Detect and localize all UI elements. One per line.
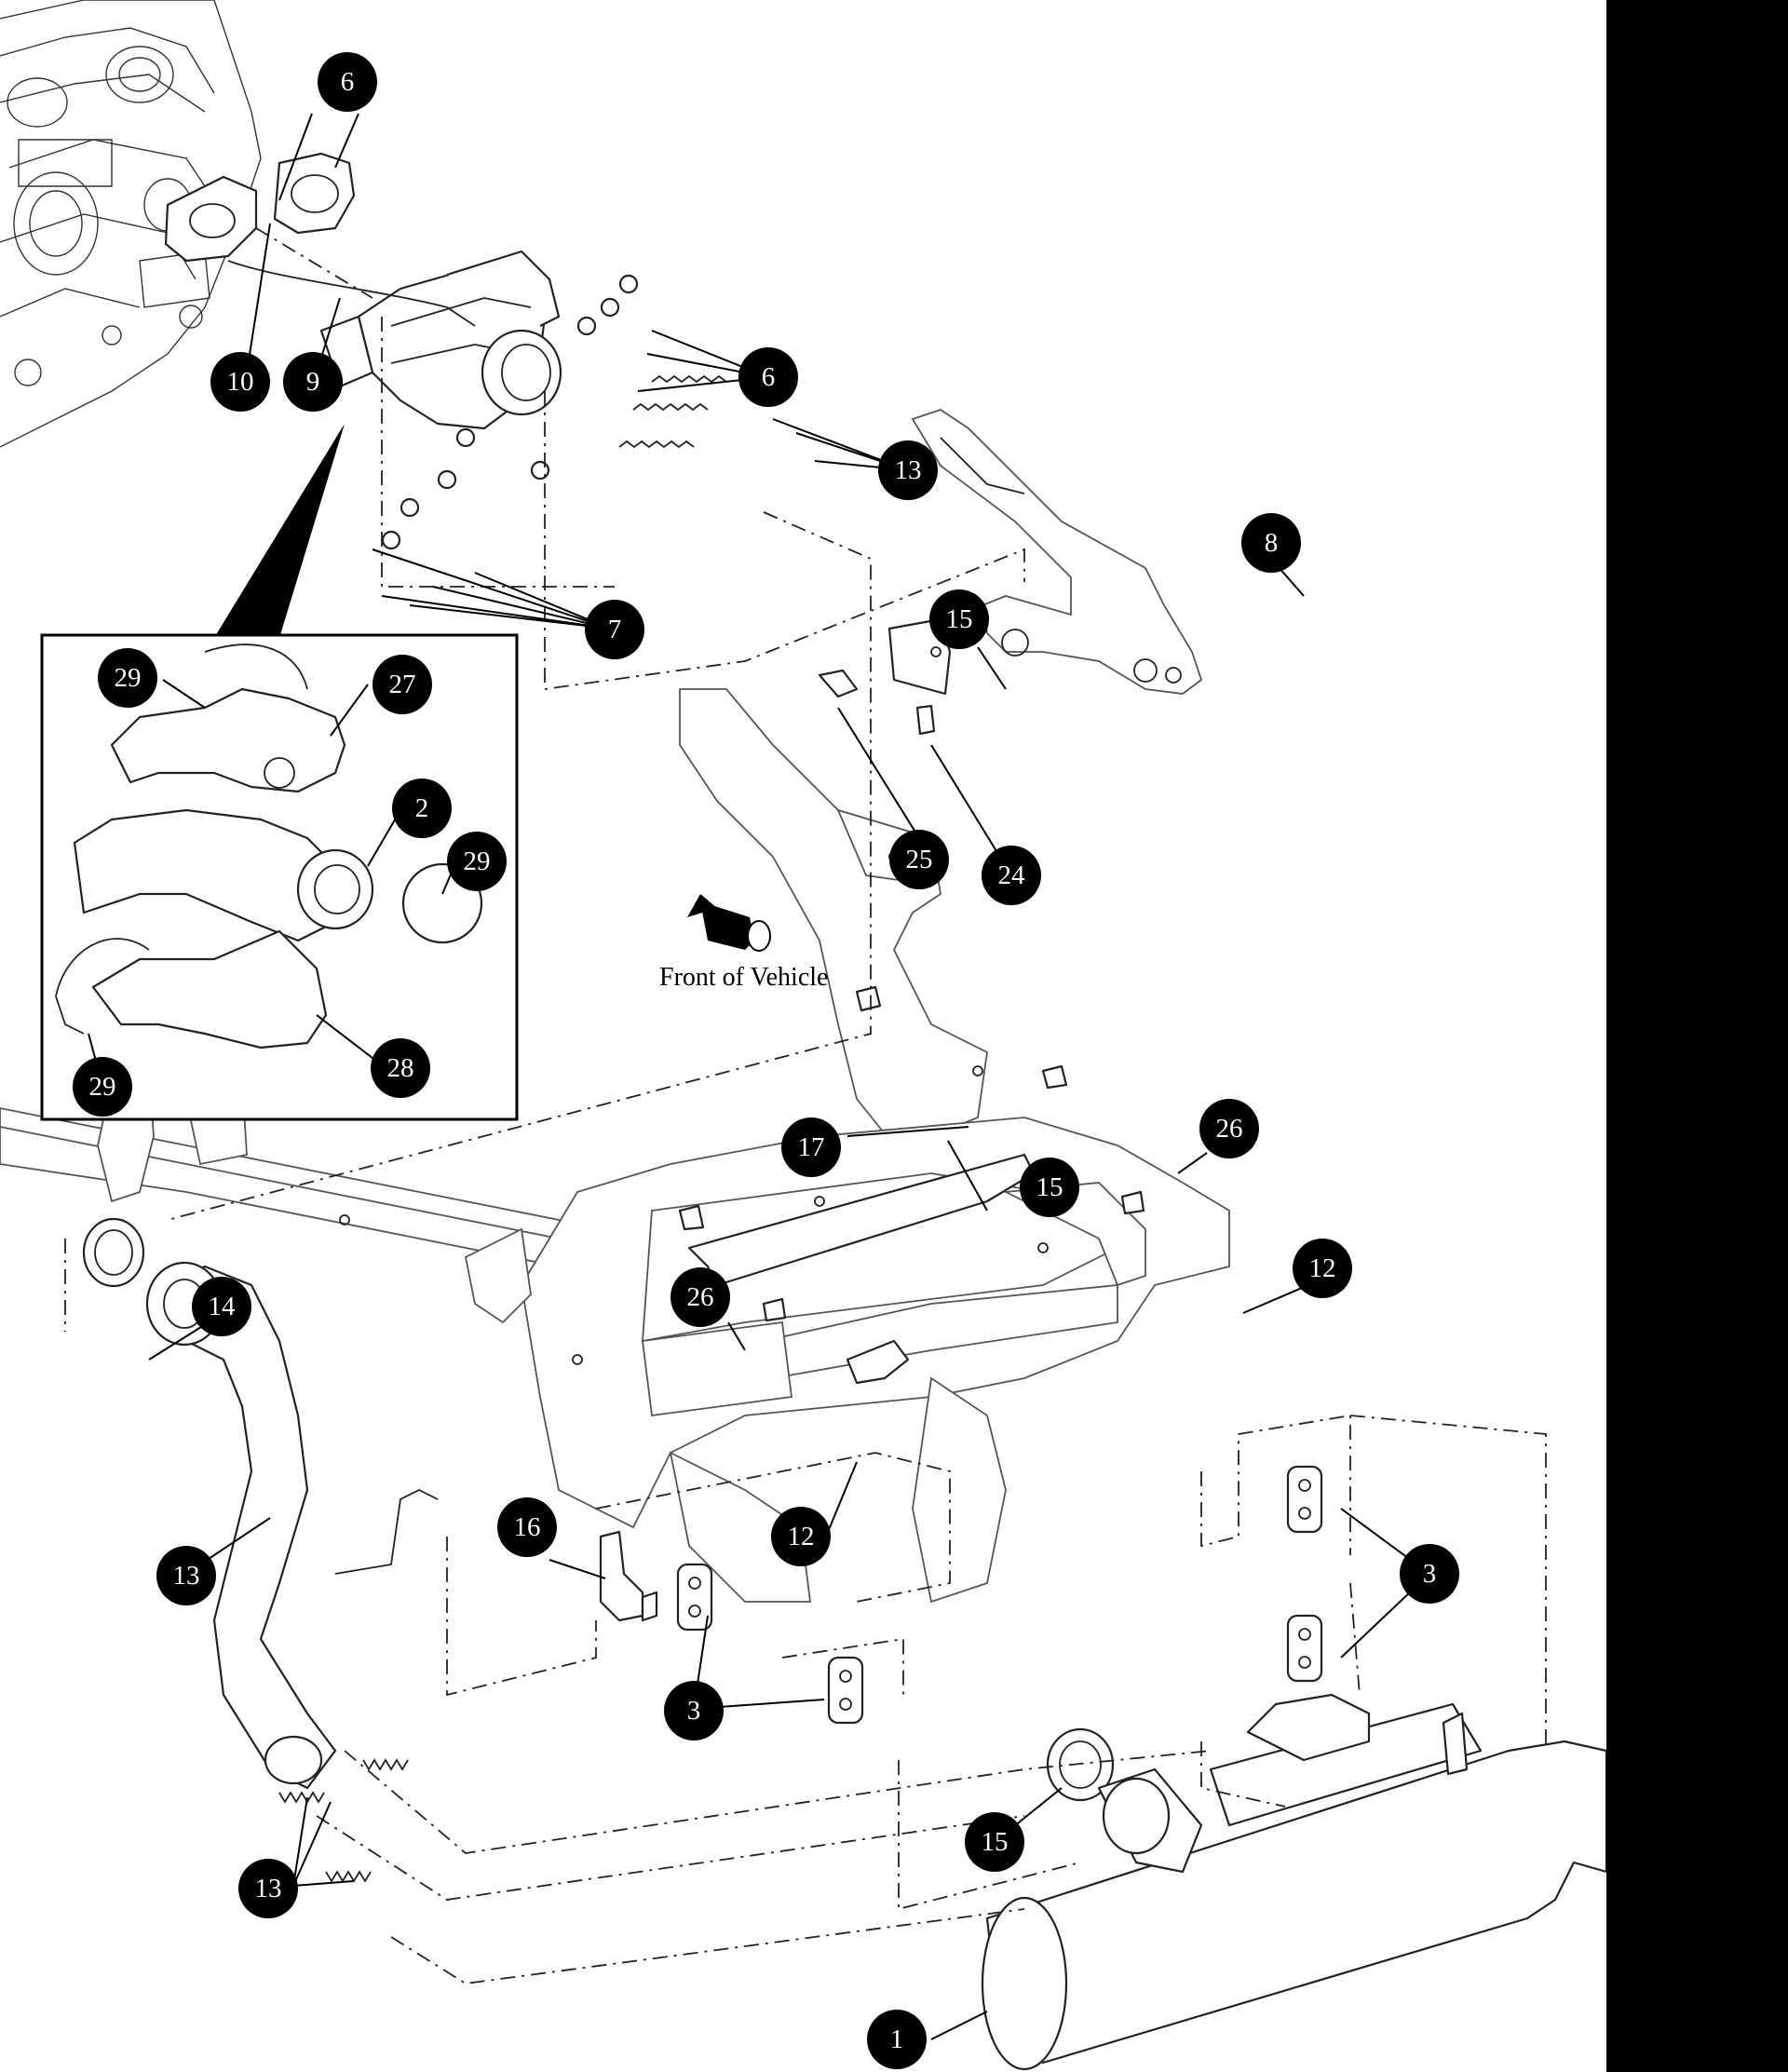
svg-text:1: 1 xyxy=(890,2025,904,2054)
svg-text:24: 24 xyxy=(998,860,1026,890)
svg-text:3: 3 xyxy=(687,1696,701,1726)
svg-text:16: 16 xyxy=(514,1512,541,1542)
svg-text:9: 9 xyxy=(306,367,320,397)
svg-text:29: 29 xyxy=(464,846,491,876)
callout-6-lower: 7 xyxy=(585,600,644,659)
svg-text:8: 8 xyxy=(1265,528,1279,558)
rubber-isolators xyxy=(676,1465,1323,1725)
inset-pointer xyxy=(214,424,345,638)
callout-20: 16 xyxy=(497,1497,557,1557)
svg-text:15: 15 xyxy=(982,1827,1009,1857)
callout-12-upper: 12 xyxy=(1293,1239,1352,1298)
callout-13-upper: 13 xyxy=(878,440,938,500)
direction-arrow-body xyxy=(700,901,754,950)
callout-16: 15 xyxy=(929,589,989,649)
direction-arrow-tail xyxy=(747,920,771,952)
callout-3-left: 3 xyxy=(664,1681,724,1740)
svg-text:13: 13 xyxy=(173,1561,200,1591)
side-black-bar xyxy=(1606,0,1788,2072)
callout-26-lower: 26 xyxy=(670,1267,730,1327)
alignment-lines xyxy=(64,227,1547,1984)
callout-7: 6 xyxy=(318,52,377,112)
svg-text:26: 26 xyxy=(687,1282,714,1312)
callout-28: 28 xyxy=(371,1038,430,1098)
svg-text:29: 29 xyxy=(89,1072,116,1102)
svg-text:13: 13 xyxy=(895,455,922,485)
callout-29-bottom: 29 xyxy=(73,1057,132,1117)
muffler-springs xyxy=(278,1758,409,1883)
muffler-gasket-inner xyxy=(1059,1740,1102,1789)
svg-text:10: 10 xyxy=(227,367,254,397)
callout-29-top: 29 xyxy=(98,648,157,708)
callout-29-mid: 29 xyxy=(447,832,507,891)
svg-text:6: 6 xyxy=(762,362,776,392)
svg-text:27: 27 xyxy=(389,670,416,699)
svg-text:12: 12 xyxy=(788,1522,815,1551)
svg-text:12: 12 xyxy=(1309,1253,1336,1283)
callout-2: 2 xyxy=(392,779,452,838)
callout-13-lower: 13 xyxy=(238,1859,298,1918)
svg-text:6: 6 xyxy=(341,67,355,97)
engine-mount-bracket xyxy=(911,409,1203,695)
exhaust-manifold xyxy=(227,250,562,430)
callout-25: 25 xyxy=(889,830,949,889)
callout-8: 8 xyxy=(1241,513,1301,573)
svg-text:3: 3 xyxy=(1423,1559,1437,1589)
muffler xyxy=(981,1693,1606,2071)
svg-text:7: 7 xyxy=(608,615,622,644)
callout-9: 9 xyxy=(283,352,343,412)
svg-text:29: 29 xyxy=(115,663,142,693)
callout-24: 24 xyxy=(982,846,1041,905)
callout-12-lower: 12 xyxy=(771,1507,831,1566)
svg-text:15: 15 xyxy=(1036,1172,1063,1202)
svg-text:13: 13 xyxy=(255,1874,282,1903)
callouts: 6 10 9 6 13 8 7 15 25 24 29 27 2 29 28 2… xyxy=(73,52,1459,2069)
svg-text:28: 28 xyxy=(387,1053,414,1083)
svg-text:25: 25 xyxy=(906,845,933,874)
detail-inset xyxy=(40,424,519,1121)
svg-text:14: 14 xyxy=(209,1292,237,1321)
callout-6-upper: 6 xyxy=(738,347,798,407)
callout-10: 10 xyxy=(210,352,270,412)
svg-text:2: 2 xyxy=(415,793,429,823)
leader-lines xyxy=(88,113,1430,2040)
svg-text:26: 26 xyxy=(1216,1114,1243,1144)
exhaust-exploded-diagram: Front of Vehicle xyxy=(0,0,1606,2071)
manifold-nuts xyxy=(381,274,639,550)
head-pipe xyxy=(82,1217,439,1790)
front-of-vehicle-label: Front of Vehicle xyxy=(659,963,828,992)
svg-text:15: 15 xyxy=(946,604,973,634)
callout-15-upper: 14 xyxy=(192,1277,251,1336)
svg-text:17: 17 xyxy=(798,1132,825,1162)
heat-shield-plate xyxy=(678,985,1145,1385)
muffler-gasket xyxy=(1046,1727,1115,1802)
callout-1: 1 xyxy=(867,2010,927,2069)
manifold-springs xyxy=(618,374,727,449)
callout-15-lower: 15 xyxy=(965,1812,1024,1872)
callout-26-upper: 26 xyxy=(1199,1099,1259,1158)
exhaust-gaskets xyxy=(164,152,356,263)
callout-21: 17 xyxy=(781,1117,841,1177)
heat-shield-bracket xyxy=(818,617,952,736)
sensor-fitting xyxy=(599,1530,658,1622)
front-of-vehicle-indicator: Front of Vehicle xyxy=(659,894,828,992)
callout-14: 13 xyxy=(156,1546,216,1605)
callout-3-right: 3 xyxy=(1400,1544,1459,1604)
callout-17: 15 xyxy=(1020,1158,1079,1217)
callout-27: 27 xyxy=(372,655,432,714)
